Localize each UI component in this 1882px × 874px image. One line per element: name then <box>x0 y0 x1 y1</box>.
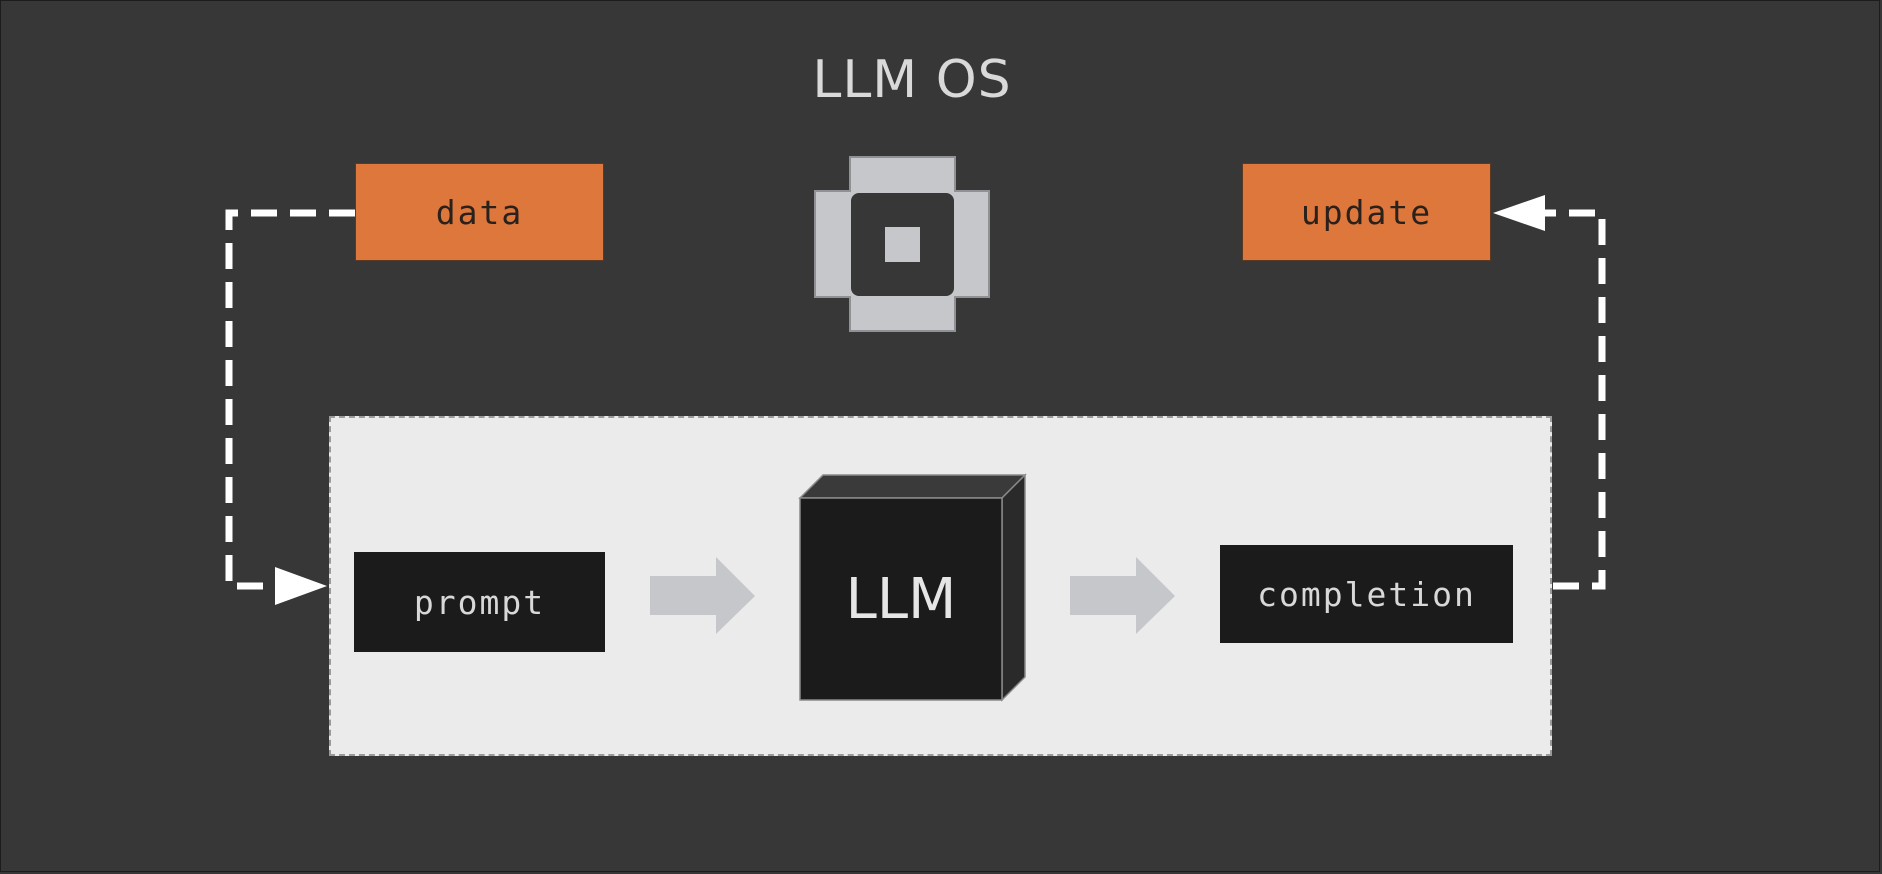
prompt-node: prompt <box>354 552 605 652</box>
arrow-right-icon <box>650 557 755 634</box>
data-node: data <box>355 163 604 261</box>
page-title: LLM OS <box>812 50 1012 110</box>
arrowhead-right-icon <box>275 567 327 605</box>
completion-to-update-connector <box>1493 195 1606 590</box>
update-node: update <box>1242 163 1491 261</box>
arrowhead-left-icon <box>1493 195 1545 231</box>
data-to-prompt-connector <box>225 209 355 605</box>
cube-icon <box>798 473 1027 702</box>
arrow-right-icon <box>1070 557 1175 634</box>
completion-node: completion <box>1220 545 1513 643</box>
chip-icon <box>814 156 990 332</box>
llm-node-label: LLM <box>845 566 957 632</box>
